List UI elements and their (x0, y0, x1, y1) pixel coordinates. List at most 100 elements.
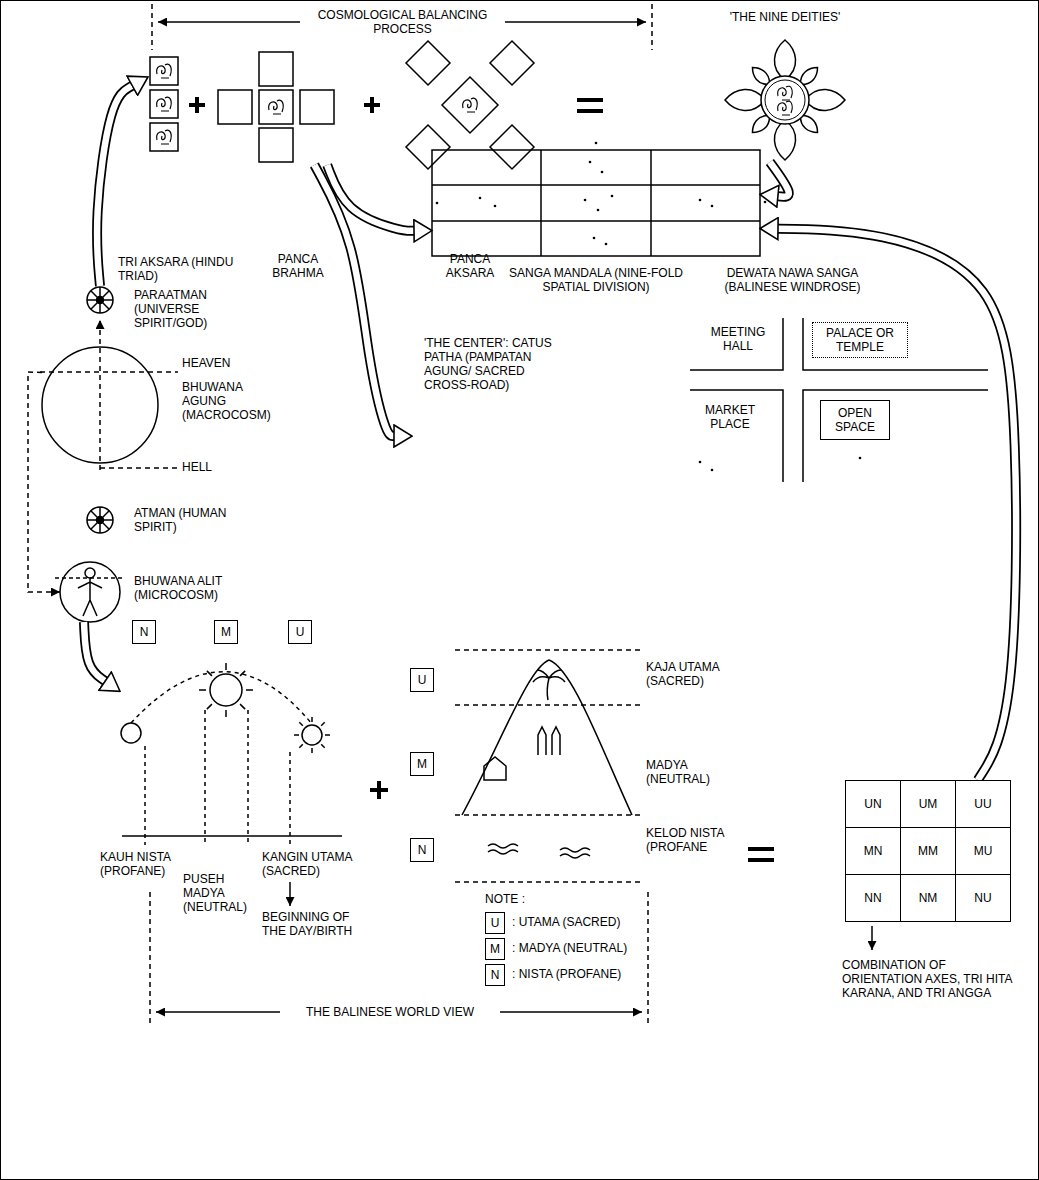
macrocosm-circle: HEAVENBHUWANA AGUNG (MACROCOSM)HELL (42, 347, 158, 463)
crossroad (690, 318, 988, 482)
mandala-dot (593, 237, 596, 240)
box-label: U (491, 916, 500, 930)
arrow-outline (84, 622, 105, 681)
dashed-arrow (28, 372, 60, 592)
arrow-body (778, 229, 1016, 780)
crossroad-dot (711, 469, 714, 472)
madya-marker: M (214, 620, 238, 644)
tri-aksara-figure: TRI AKSARA (HINDU TRIAD) (148, 55, 180, 155)
label-text: : NISTA (PROFANE) (512, 967, 621, 981)
box-label: MU (974, 844, 993, 858)
tri-aksara-boxes (157, 130, 172, 144)
wheel-symbol (87, 287, 113, 533)
figure-caption: 'THE CENTER': CATUS PATHA (PAMPATAN AGUN… (424, 336, 564, 392)
dashed-arrow-line (28, 372, 60, 592)
sanga-mandala-grid: SANGA MANDALA (NINE-FOLD SPATIAL DIVISIO… (432, 150, 760, 256)
mandala-dot (436, 142, 767, 246)
crossroad (690, 318, 988, 482)
grid-cell: UM (900, 780, 956, 828)
meeting-hall-quadrant: MEETING HALL (698, 322, 778, 356)
figure-caption: KAUH NISTA (PROFANE) (100, 850, 178, 878)
paraatman-wheel: PARAATMAN (UNIVERSE SPIRIT/GOD) (86, 286, 114, 314)
tri-aksara-boxes (157, 64, 172, 78)
sun-path (302, 725, 322, 745)
macrocosm-circle (40, 372, 178, 468)
panca-brahma-boxes (259, 52, 293, 86)
panca-brahma-boxes (218, 52, 334, 162)
box-label: UU (974, 797, 991, 811)
note-marker: U (485, 912, 505, 934)
tri-aksara-boxes (150, 90, 178, 118)
figure-caption: BEGINNING OF THE DAY/BIRTH (262, 910, 372, 938)
box-label: NN (864, 891, 881, 905)
crossroad-figure: 'THE CENTER': CATUS PATHA (PAMPATAN AGUN… (412, 318, 990, 482)
windrose-figure: 'THE NINE DEITIES'DEWATA NAWA SANGA (BAL… (722, 38, 848, 162)
sun-path (121, 723, 141, 743)
tri-aksara-boxes (150, 123, 178, 151)
panca-brahma-figure: PANCA BRAHMA (212, 50, 340, 165)
panca-aksara-diamonds (406, 41, 450, 85)
box-label: MARKET PLACE (698, 403, 762, 431)
windrose (805, 89, 845, 110)
box-label: NU (974, 891, 991, 905)
windrose (778, 86, 793, 100)
box-label: M (417, 757, 427, 771)
plus-equals-sign (364, 97, 380, 113)
flow-arrow (84, 622, 105, 681)
microcosm-figure (78, 578, 102, 616)
figure-caption: KAJA UTAMA (SACRED) (646, 660, 736, 688)
mandala-dot (584, 199, 587, 202)
box-label: UM (919, 797, 938, 811)
utama-marker: U (410, 668, 434, 692)
orientation-grid: COMBINATION OF ORIENTATION AXES, TRI HIT… (845, 780, 1011, 923)
windrose (725, 40, 845, 160)
grid-cell: MM (900, 827, 956, 875)
box-label: MEETING HALL (702, 325, 774, 353)
panca-aksara-diamonds (490, 41, 534, 85)
panca-aksara-diamonds (406, 125, 450, 169)
box-label: M (221, 625, 231, 639)
figure-caption: BHUWANA ALIT (MICROCOSM) (134, 574, 234, 602)
sun-path-figure: KAUH NISTA (PROFANE)PUSEH MADYA (NEUTRAL… (120, 618, 345, 840)
tri-aksara-boxes (157, 97, 172, 111)
label-text: THE BALINESE WORLD VIEW (280, 1005, 500, 1019)
figure-caption: PUSEH MADYA (NEUTRAL) (183, 872, 261, 914)
grid-cell: MN (845, 827, 901, 875)
figure-caption: PANCA AKSARA (428, 252, 512, 280)
figure-caption: KANGIN UTAMA (SACRED) (262, 850, 362, 878)
box-label: NM (919, 891, 938, 905)
sun-path (131, 672, 312, 724)
box-label: OPEN SPACE (825, 406, 885, 434)
microcosm-figure (60, 562, 120, 622)
box-label: N (140, 625, 149, 639)
arrow-outline (770, 162, 789, 197)
figure-caption: PARAATMAN (UNIVERSE SPIRIT/GOD) (134, 288, 246, 330)
grid-cell: MU (955, 827, 1011, 875)
figure-caption: DEWATA NAWA SANGA (BALINESE WINDROSE) (710, 266, 875, 294)
box-label: UN (864, 797, 881, 811)
mountain (484, 757, 506, 780)
sun-path (289, 882, 291, 906)
panca-aksara-figure: PANCA AKSARA (404, 39, 536, 171)
box-label: MN (864, 844, 883, 858)
atman-wheel: ATMAN (HUMAN SPIRIT) (86, 506, 114, 534)
macrocosm-circle (40, 320, 178, 470)
madya-marker: M (410, 752, 434, 776)
box-label: U (296, 625, 305, 639)
mountain-figure: KAJA UTAMA (SACRED)MADYA (NEUTRAL)KELOD … (405, 645, 640, 881)
plus-equals-sign (370, 781, 388, 799)
windrose (778, 101, 793, 115)
plus-equals-sign (577, 100, 603, 111)
windrose (774, 120, 795, 160)
arrow-body (84, 622, 105, 681)
label-text: COSMOLOGICAL BALANCING PROCESS (300, 8, 505, 36)
arrow-body (770, 162, 789, 197)
panca-brahma-boxes (259, 90, 293, 124)
arrow-outline (778, 229, 1016, 780)
tri-aksara-boxes (150, 57, 178, 151)
grid-cell: UU (955, 780, 1011, 828)
mountain (455, 650, 640, 882)
figure-caption: SANGA MANDALA (NINE-FOLD SPATIAL DIVISIO… (486, 266, 706, 294)
palace-temple-quadrant: PALACE OR TEMPLE (812, 322, 908, 358)
